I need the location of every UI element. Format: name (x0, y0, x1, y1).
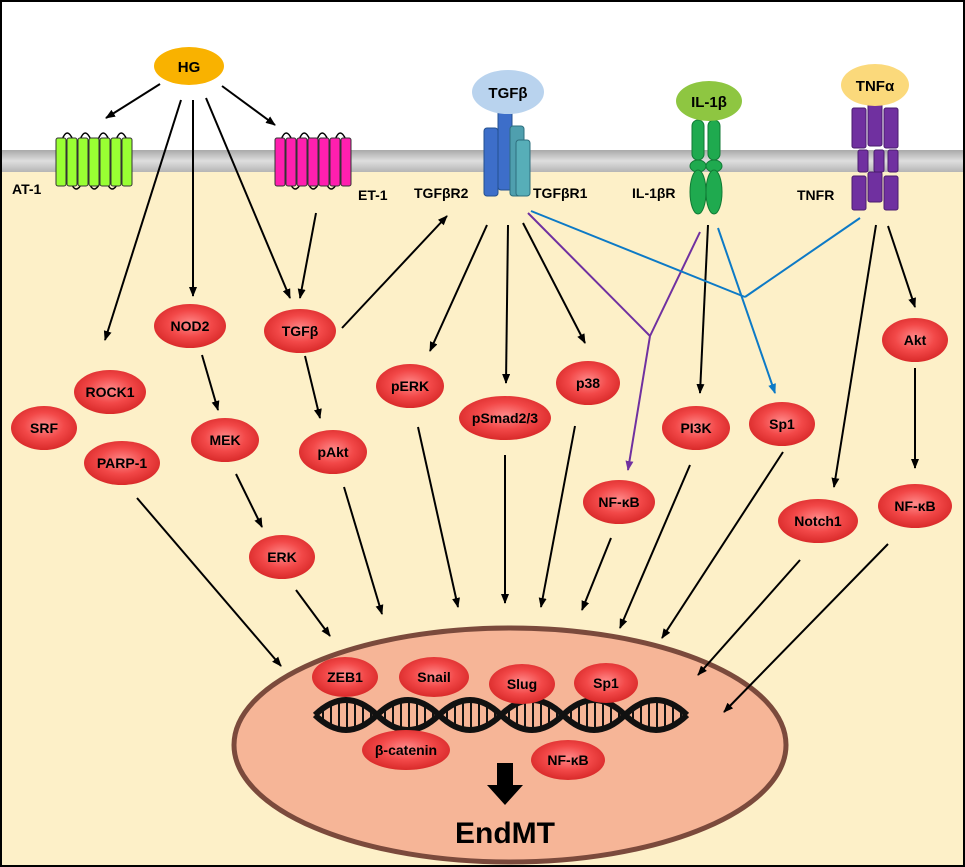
node-akt: Akt (882, 318, 948, 362)
il1b-ligand (676, 81, 742, 121)
tgfb-ligand-label: TGFβ (488, 85, 527, 102)
node-rock1: ROCK1 (74, 370, 146, 414)
svg-text:β-catenin: β-catenin (375, 742, 437, 758)
node-tgfb: TGFβ (264, 309, 336, 353)
node-pi3k: PI3K (662, 406, 730, 450)
hg-ligand (154, 47, 224, 85)
svg-text:Notch1: Notch1 (794, 513, 842, 529)
endmt-label: EndMT (455, 817, 555, 850)
nucleus-slug: Slug (489, 664, 555, 704)
node-sp1: Sp1 (749, 402, 815, 446)
il1br-label: IL-1βR (632, 185, 676, 201)
svg-text:Snail: Snail (417, 669, 450, 685)
svg-text:Sp1: Sp1 (769, 416, 795, 432)
node-nfkb-right: NF-κB (878, 484, 952, 528)
cell-membrane (2, 150, 963, 172)
svg-text:p38: p38 (576, 375, 600, 391)
tgfb-ligand (472, 70, 544, 114)
tnfr-receptor-icon (851, 99, 899, 211)
hg-label: HG (178, 59, 201, 76)
svg-text:Sp1: Sp1 (593, 675, 619, 691)
il1b-receptor-icon (689, 119, 723, 215)
nucleus-zeb1: ZEB1 (312, 657, 378, 697)
at1-label: AT-1 (12, 181, 42, 197)
svg-text:pSmad2/3: pSmad2/3 (472, 410, 538, 426)
svg-text:TGFβ: TGFβ (282, 323, 319, 339)
et1-label: ET-1 (358, 187, 388, 203)
down-arrow-icon (487, 763, 523, 805)
svg-text:NOD2: NOD2 (171, 318, 210, 334)
node-mek: MEK (191, 418, 259, 462)
node-srf: SRF (11, 406, 77, 450)
svg-text:ERK: ERK (267, 549, 297, 565)
node-nod2: NOD2 (154, 304, 226, 348)
node-nfkb-center: NF-κB (583, 480, 655, 524)
node-pakt: pAkt (299, 430, 367, 474)
svg-text:Slug: Slug (507, 676, 537, 692)
node-p38: p38 (556, 361, 620, 405)
svg-text:NF-κB: NF-κB (894, 498, 935, 514)
node-erk: ERK (249, 535, 315, 579)
tnfa-ligand-label: TNFα (856, 78, 895, 95)
tgfbr2-label: TGFβR2 (414, 185, 469, 201)
dna-helix-icon (312, 697, 690, 733)
signaling-arrows (103, 83, 919, 713)
node-parp1: PARP-1 (84, 441, 160, 485)
tnfr-label: TNFR (797, 187, 834, 203)
svg-text:MEK: MEK (209, 432, 240, 448)
node-notch1: Notch1 (778, 499, 858, 543)
tnfa-ligand (841, 64, 909, 106)
node-perk: pERK (376, 364, 444, 408)
svg-text:NF-κB: NF-κB (547, 752, 588, 768)
node-psmad: pSmad2/3 (459, 396, 551, 440)
svg-text:pAkt: pAkt (317, 444, 348, 460)
nucleus-nfkb: NF-κB (531, 740, 605, 780)
tgfbr1-label: TGFβR1 (533, 185, 588, 201)
svg-text:PARP-1: PARP-1 (97, 455, 148, 471)
svg-text:NF-κB: NF-κB (598, 494, 639, 510)
cross-talk-lines (527, 210, 861, 471)
il1b-ligand-label: IL-1β (691, 94, 727, 111)
svg-text:Akt: Akt (904, 332, 927, 348)
svg-text:ROCK1: ROCK1 (85, 384, 134, 400)
et1-receptor-icon (274, 132, 352, 190)
nucleus-sp1: Sp1 (574, 663, 638, 703)
at1-receptor-icon (55, 132, 133, 190)
svg-text:ZEB1: ZEB1 (327, 669, 363, 685)
nucleus-snail: Snail (399, 657, 469, 697)
svg-text:PI3K: PI3K (680, 420, 711, 436)
svg-text:pERK: pERK (391, 378, 429, 394)
svg-text:SRF: SRF (30, 420, 58, 436)
nucleus-beta-catenin: β-catenin (362, 730, 450, 770)
